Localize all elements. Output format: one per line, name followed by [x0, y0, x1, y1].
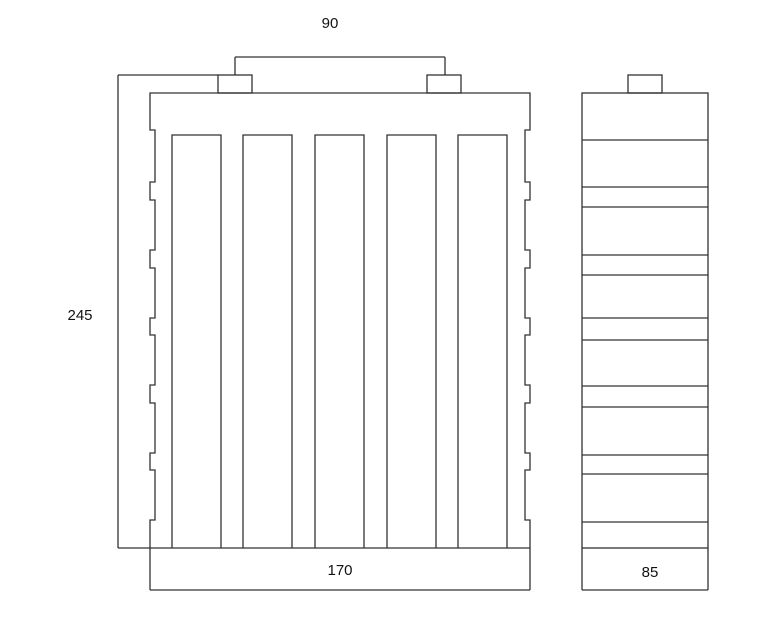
front-view — [149, 74, 531, 549]
dimension-label-245: 245 — [67, 307, 92, 324]
dimension-width: 170 — [149, 548, 531, 591]
rib-3 — [314, 134, 365, 548]
front-case-outline — [149, 92, 531, 549]
dimension-terminal-spacing: 90 — [234, 15, 446, 75]
rib-5 — [457, 134, 508, 548]
left-terminal — [217, 74, 253, 94]
dimension-height: 245 — [67, 74, 218, 549]
right-terminal — [426, 74, 462, 94]
rib-4 — [386, 134, 437, 548]
dimension-label-85: 85 — [642, 564, 659, 581]
side-terminal — [627, 74, 663, 94]
rib-2 — [242, 134, 293, 548]
side-view — [581, 74, 709, 549]
dimension-label-170: 170 — [327, 562, 352, 579]
side-case-outline — [581, 92, 709, 549]
dimension-depth: 85 — [581, 548, 709, 591]
rib-1 — [171, 134, 222, 548]
dimension-label-90: 90 — [322, 15, 339, 32]
